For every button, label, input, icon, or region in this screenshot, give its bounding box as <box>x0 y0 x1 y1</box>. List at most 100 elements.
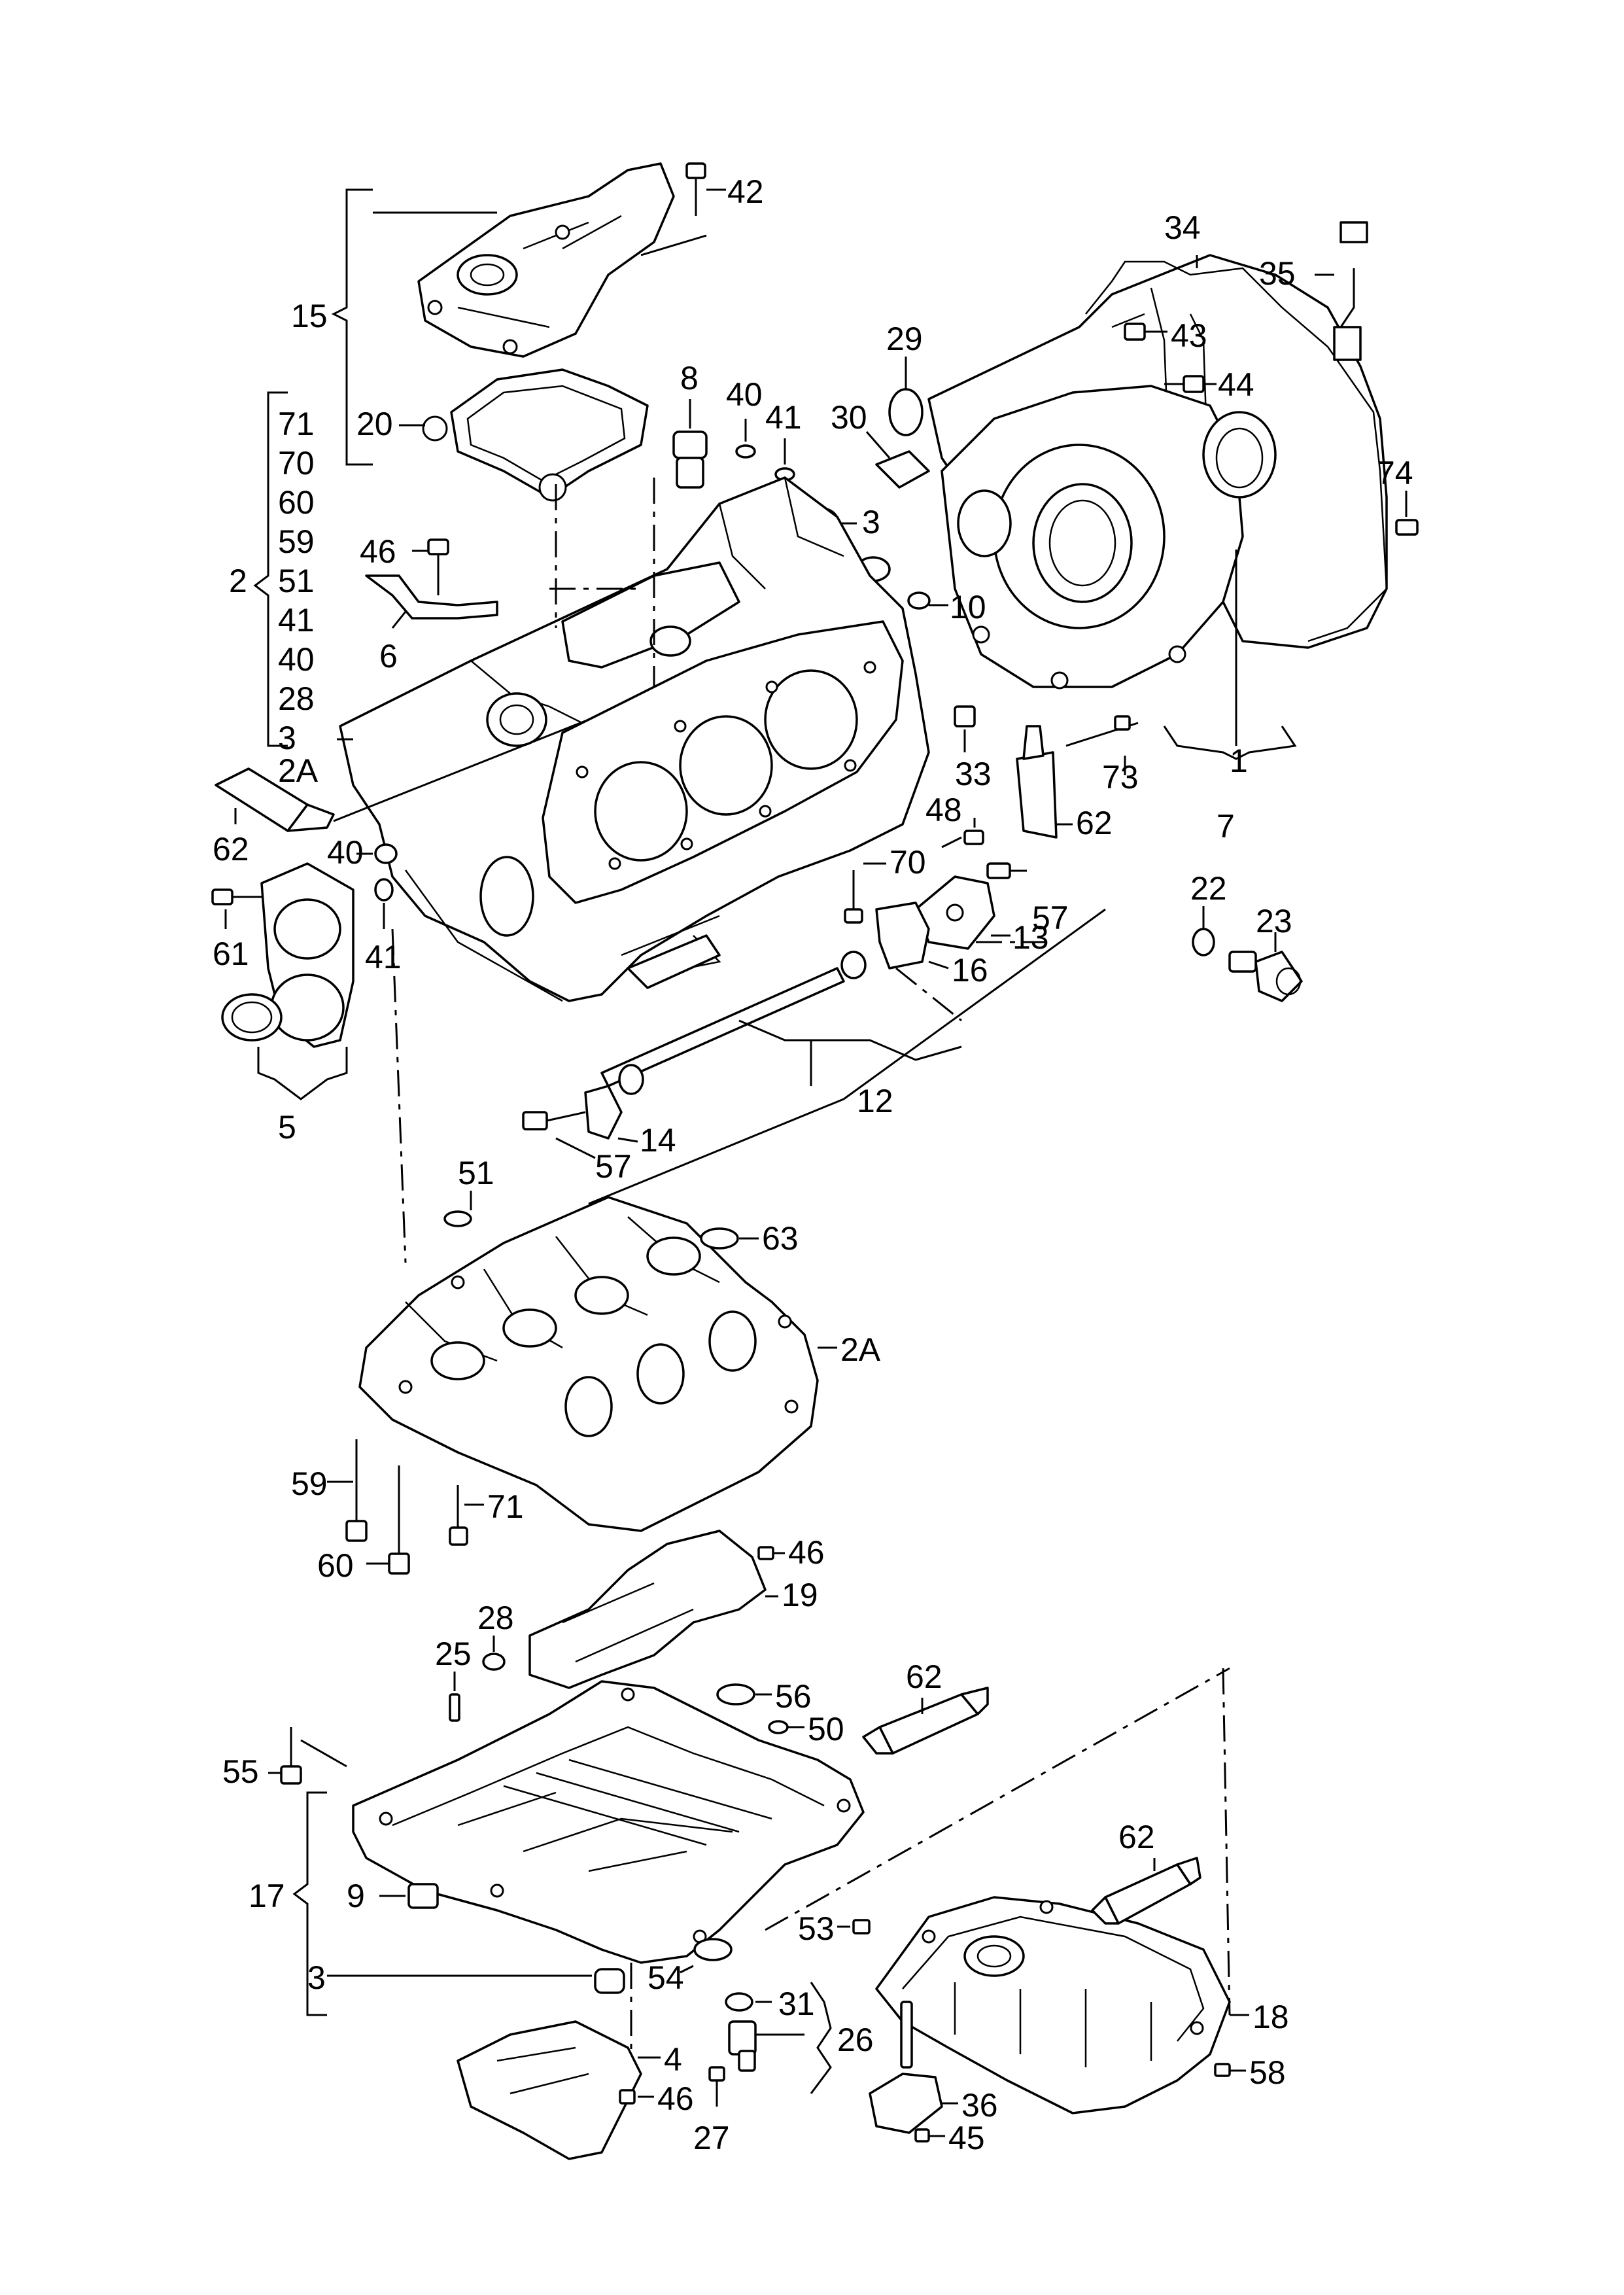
harness-35 <box>1333 221 1368 361</box>
label-61: 61 <box>213 936 249 972</box>
label-group-51: 51 <box>278 563 315 599</box>
bolt-53 <box>837 1919 871 1935</box>
pin-25 <box>449 1672 460 1722</box>
engine-block-2 <box>339 476 930 1002</box>
label-2: 2 <box>229 563 247 599</box>
label-40-left: 40 <box>327 834 364 871</box>
label-18: 18 <box>1253 1999 1289 2035</box>
label-51: 51 <box>458 1155 494 1191</box>
ring-56 <box>716 1683 772 1706</box>
ring-22 <box>1192 906 1215 956</box>
bolt-42 <box>685 162 706 216</box>
label-42: 42 <box>727 173 764 210</box>
label-group-40: 40 <box>278 641 315 678</box>
label-15: 15 <box>291 298 328 334</box>
label-70: 70 <box>890 844 926 881</box>
label-36: 36 <box>961 2087 998 2124</box>
flange-1 <box>941 385 1277 690</box>
label-group-28: 28 <box>278 680 315 717</box>
pin-74 <box>1395 491 1419 536</box>
ring-31 <box>725 1992 772 2012</box>
label-28: 28 <box>477 1600 514 1636</box>
label-45: 45 <box>948 2120 985 2156</box>
sealant-tube-62b <box>215 718 589 832</box>
bolt-71 <box>449 1485 484 1546</box>
bolt-46-middle <box>757 1546 785 1560</box>
label-48: 48 <box>925 792 962 828</box>
upper-cover-part <box>417 162 675 358</box>
label-46-middle: 46 <box>788 1534 825 1571</box>
label-5: 5 <box>278 1109 296 1146</box>
bolt-57-lower <box>522 1111 596 1159</box>
label-73: 73 <box>1102 759 1139 796</box>
bolt-58 <box>1214 2063 1246 2077</box>
front-cover-5 <box>221 862 354 1048</box>
sealant-tube-62d <box>1091 1857 1201 1925</box>
ring-51 <box>443 1191 472 1227</box>
label-62-middle: 62 <box>906 1658 942 1695</box>
bolt-48 <box>941 818 984 849</box>
label-57-lower: 57 <box>595 1148 632 1185</box>
group-2-list: 71 70 60 59 51 41 40 28 3 2A 2 <box>229 406 319 789</box>
gear-14 <box>584 1085 638 1143</box>
label-4: 4 <box>664 2041 682 2078</box>
label-19: 19 <box>782 1577 818 1613</box>
oil-pan-lower-18 <box>875 1896 1231 2114</box>
bolt-60 <box>366 1465 410 1575</box>
label-group-60: 60 <box>278 484 315 521</box>
label-58: 58 <box>1249 2054 1286 2091</box>
bracket-15 <box>331 188 373 466</box>
seal-40-left <box>356 843 398 864</box>
oil-pan-upper-17 <box>352 1680 865 1964</box>
alignment-line-left <box>391 928 407 1263</box>
label-33: 33 <box>955 756 992 792</box>
label-12: 12 <box>857 1083 893 1119</box>
plug-9 <box>379 1883 439 1909</box>
bolt-46-top <box>412 538 449 595</box>
bracket-17 <box>292 1791 327 2016</box>
label-50: 50 <box>808 1711 844 1747</box>
label-8: 8 <box>680 360 699 396</box>
label-group-2A: 2A <box>278 752 319 789</box>
label-53: 53 <box>798 1910 835 1947</box>
plug-28 <box>482 1636 506 1671</box>
bolt-70 <box>844 862 886 924</box>
label-1: 1 <box>1230 743 1248 779</box>
gasket-30 <box>865 431 930 489</box>
label-35: 35 <box>1259 255 1296 292</box>
label-13: 13 <box>1012 919 1049 956</box>
label-30: 30 <box>831 399 867 436</box>
label-62-right: 62 <box>1076 805 1113 841</box>
lower-crankcase-2A <box>358 1196 819 1532</box>
seal-41-top <box>774 438 795 482</box>
label-63: 63 <box>762 1220 799 1257</box>
label-14: 14 <box>640 1122 676 1159</box>
sensor-36 <box>869 2001 958 2134</box>
plug-10 <box>907 591 948 610</box>
label-group-59: 59 <box>278 523 315 560</box>
shaft-12 <box>600 951 867 1095</box>
bolt-44 <box>1164 375 1217 393</box>
label-group-71: 71 <box>278 406 315 442</box>
label-55: 55 <box>222 1753 259 1790</box>
label-57-upper: 57 <box>1032 900 1069 936</box>
bolt-45 <box>914 2128 945 2143</box>
sealant-tube-62a <box>1016 725 1073 839</box>
ring-63 <box>700 1227 759 1250</box>
bolt-43 <box>1124 323 1167 341</box>
label-59: 59 <box>291 1465 328 1502</box>
seal-40-top <box>735 419 756 459</box>
sensor-26 <box>728 2020 804 2072</box>
label-16: 16 <box>952 952 988 989</box>
bolt-27 <box>708 2066 725 2107</box>
bracket-16 <box>875 902 949 970</box>
label-62-lower: 62 <box>1118 1819 1155 1855</box>
label-44: 44 <box>1218 366 1254 403</box>
baffle-19 <box>528 1530 767 1689</box>
label-34: 34 <box>1164 209 1201 246</box>
label-41-left: 41 <box>365 939 402 975</box>
label-56: 56 <box>775 1678 812 1715</box>
plug-23 <box>1228 932 1303 1002</box>
label-6: 6 <box>379 638 398 674</box>
bolt-61 <box>211 888 262 929</box>
